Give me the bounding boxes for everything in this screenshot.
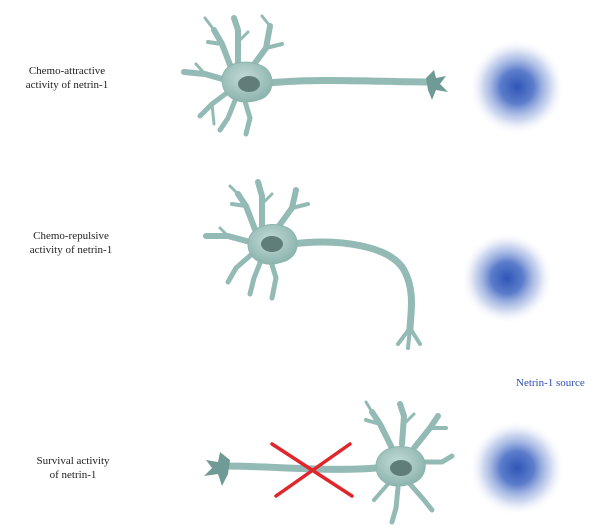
growth-cone — [426, 70, 448, 100]
nucleus — [238, 76, 260, 92]
neuron-attractive — [184, 16, 430, 134]
growth-cone — [204, 452, 230, 486]
nucleus — [390, 460, 412, 476]
netrin-source-icon — [461, 232, 553, 324]
netrin-source-icon — [469, 420, 565, 516]
netrin-source-icon — [469, 39, 565, 135]
neuron-repulsive — [206, 182, 420, 348]
nucleus — [261, 236, 283, 252]
